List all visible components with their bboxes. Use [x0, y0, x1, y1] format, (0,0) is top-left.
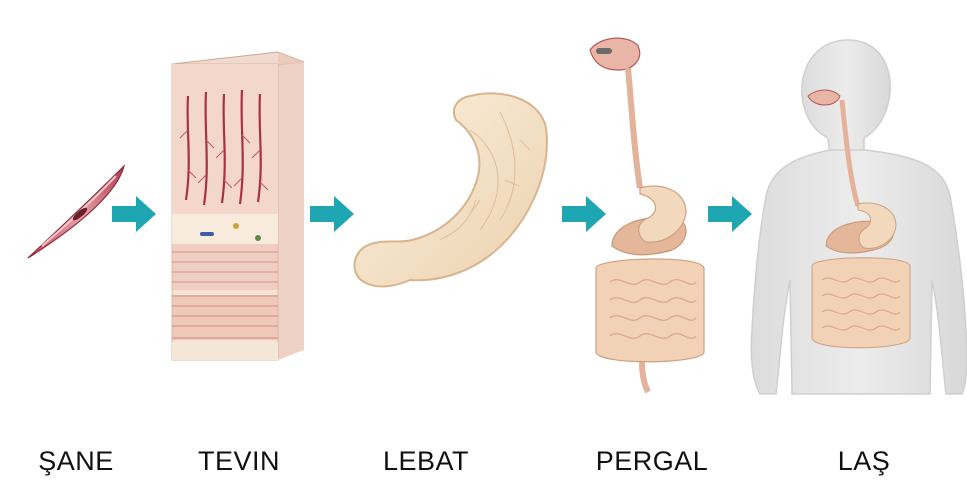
arrow-icon — [112, 196, 156, 232]
arrow-icon — [708, 196, 752, 232]
stage-label-tissue: TEVIN — [198, 446, 280, 477]
stage-label-system: PERGAL — [596, 446, 709, 477]
human-body-icon — [751, 40, 967, 394]
arrow-icon — [310, 196, 354, 232]
stage-label-organ: LEBAT — [383, 446, 469, 477]
muscle-cell-icon — [28, 166, 124, 258]
tissue-block-icon — [172, 52, 304, 360]
stomach-organ-icon — [354, 93, 547, 286]
stage-label-cell: ŞANE — [38, 446, 114, 477]
arrow-icon — [562, 196, 606, 232]
stage-label-organism: LAŞ — [838, 446, 891, 477]
digestive-system-icon — [590, 38, 704, 392]
